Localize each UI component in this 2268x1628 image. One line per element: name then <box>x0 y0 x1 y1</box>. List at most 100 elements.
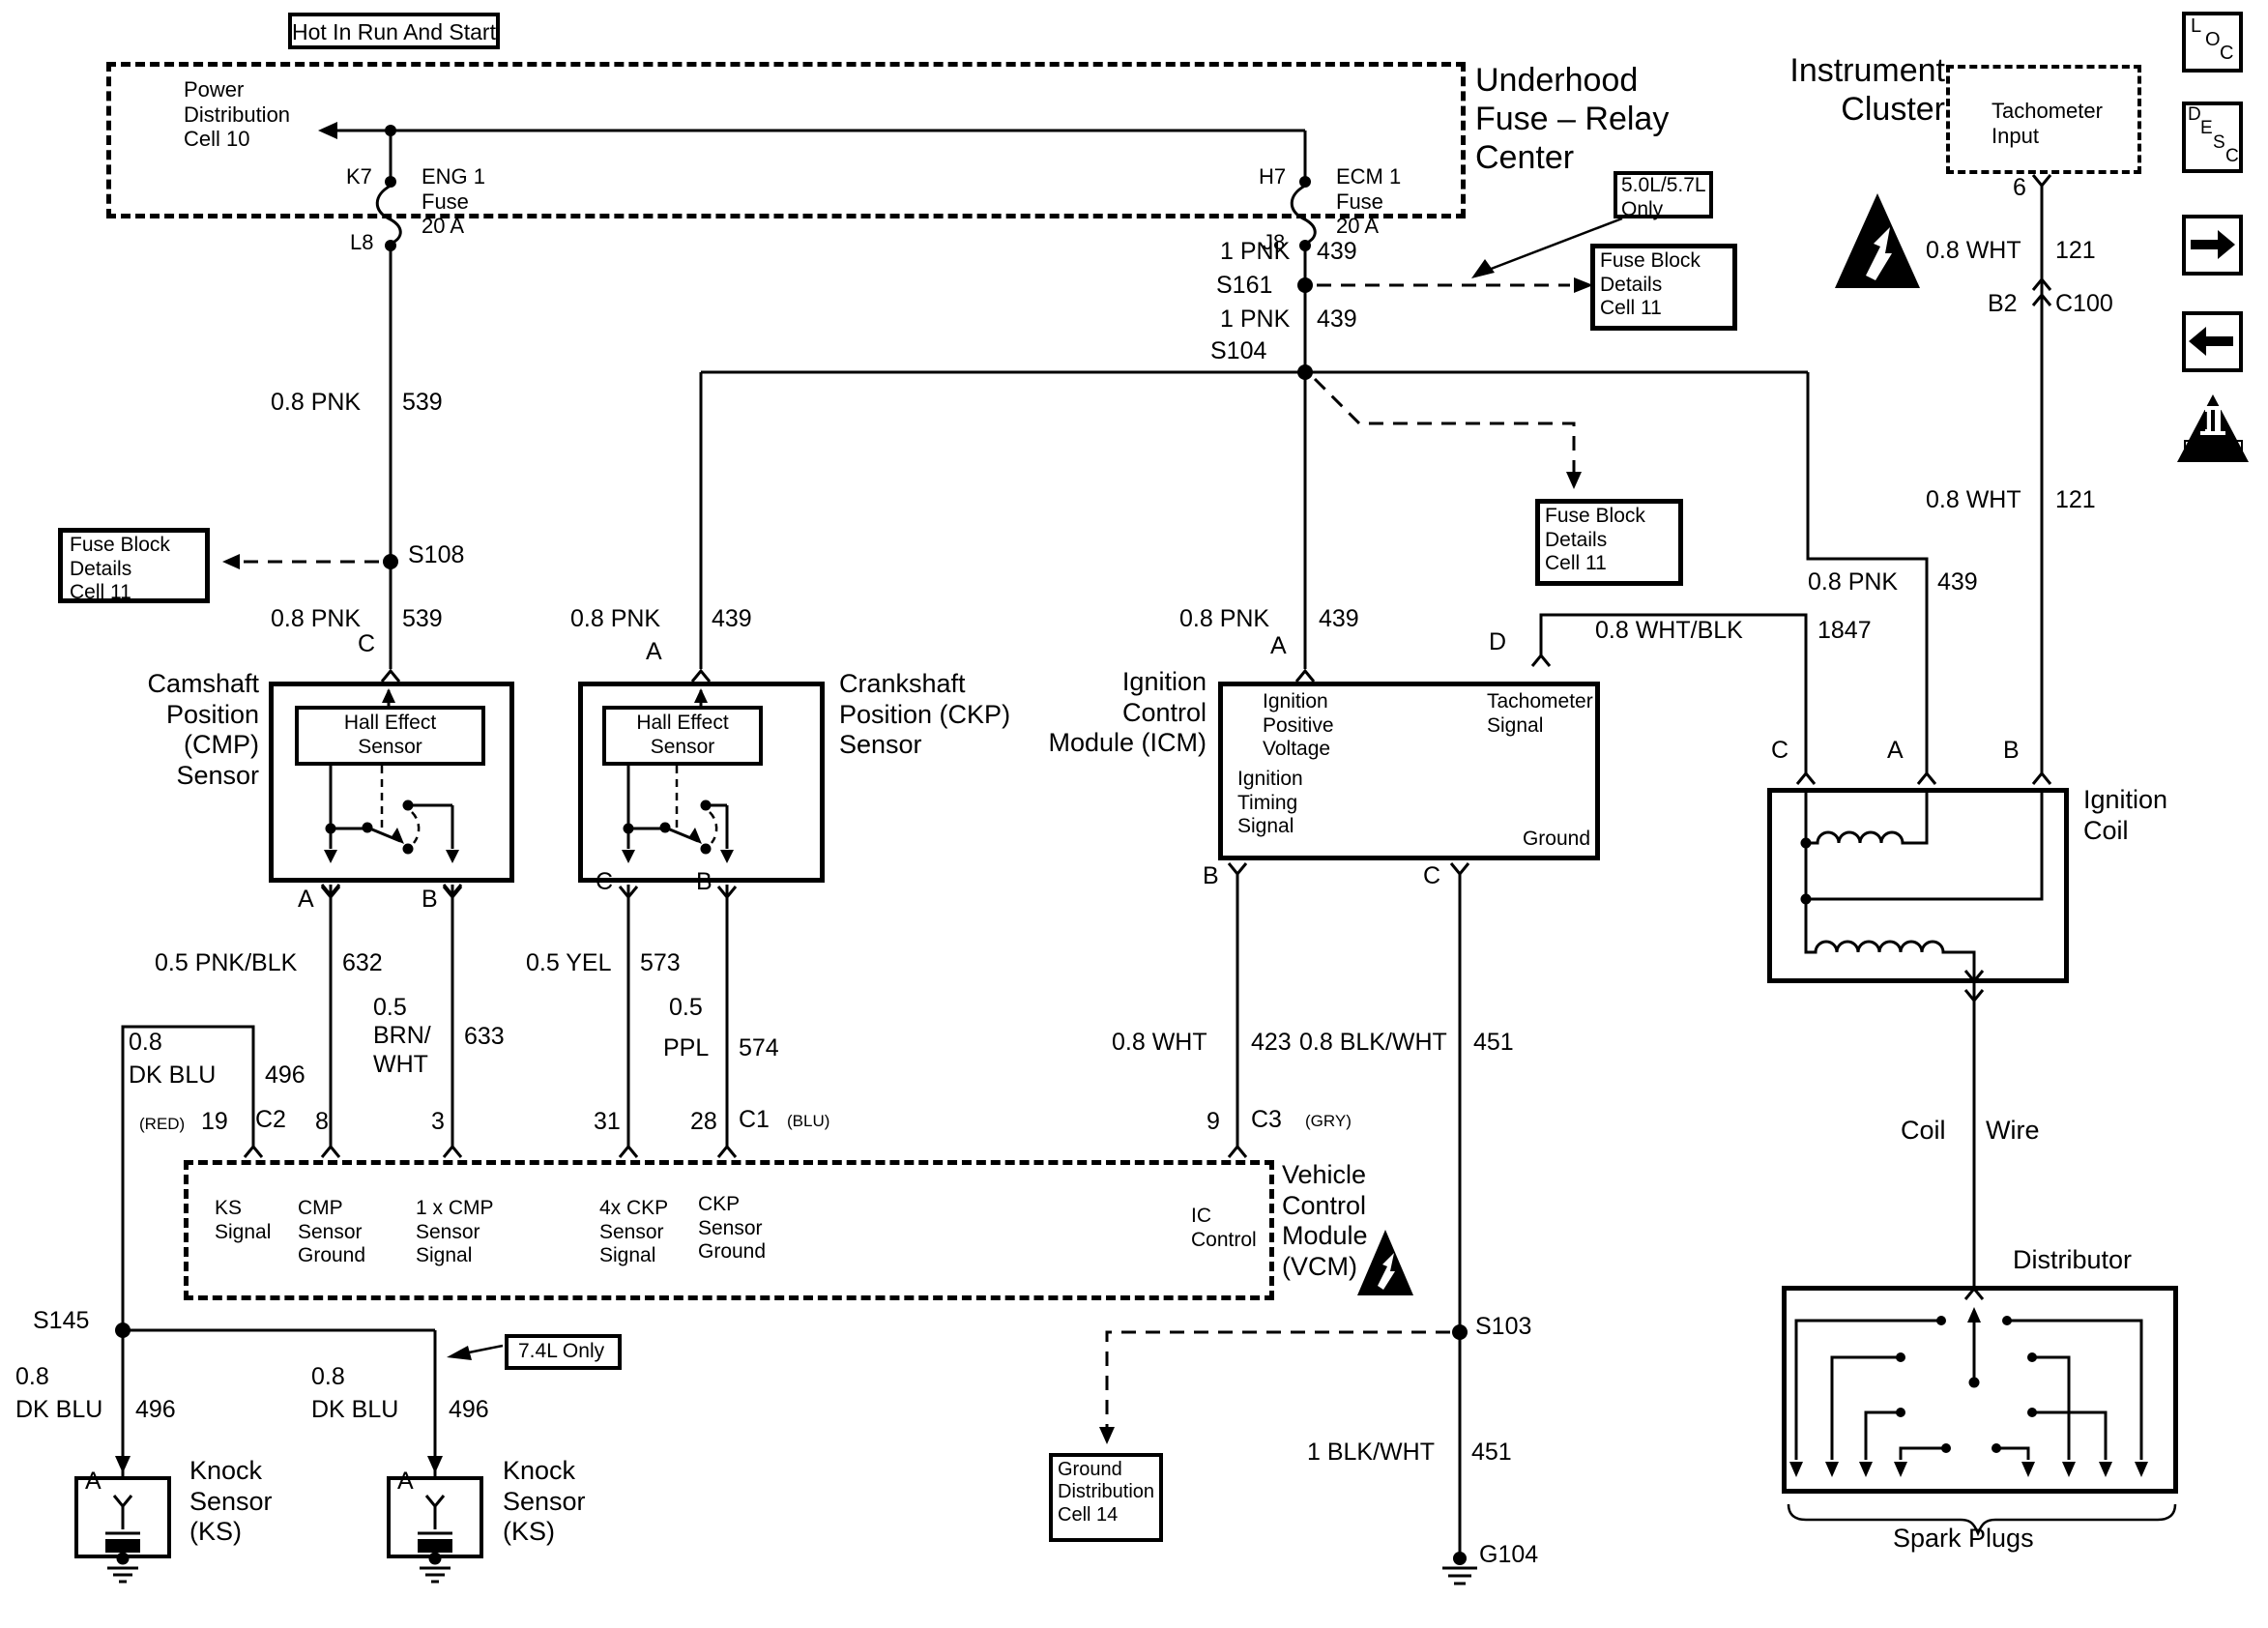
g104-ground: G104 <box>1479 1541 1539 1568</box>
underhood-fuse-relay-box <box>106 62 1466 218</box>
fuse-block-details-box-1 <box>1590 244 1737 331</box>
fuse-block-details-box-2 <box>1535 499 1683 586</box>
dkblu496b-num: 496 <box>135 1396 176 1423</box>
tachometer-input-box <box>1946 65 2141 174</box>
icm-term-d: D <box>1489 628 1507 655</box>
s103-splice: S103 <box>1475 1313 1532 1340</box>
pnk439d-name: 0.8 PNK <box>1179 605 1270 632</box>
s103-reference-dash <box>1105 1330 1450 1433</box>
obd-numeral: II <box>2202 406 2217 435</box>
icm-term-b: B <box>1203 862 1219 889</box>
desc-icon-box <box>2182 102 2243 173</box>
instrument-cluster-title: Instrument Cluster <box>1789 52 1945 128</box>
spark-plugs-brace <box>1787 1503 2177 1537</box>
whtblk1847-name: 0.8 WHT/BLK <box>1595 617 1743 644</box>
coil-primary-winding <box>1806 788 1929 845</box>
pin-28: 28 <box>690 1108 717 1135</box>
seven4l-only: 7.4L Only <box>518 1340 605 1362</box>
pnk439b-name: 1 PNK <box>1220 305 1291 333</box>
pnk439b-num: 439 <box>1317 305 1357 333</box>
icm-term-c: C <box>1423 862 1441 889</box>
s161-arrowhead <box>1574 277 1593 293</box>
coil-secondary-winding <box>1804 899 1976 980</box>
dkblu496b-name: DK BLU <box>15 1396 103 1423</box>
fiveliter-only-box <box>1614 171 1713 218</box>
obd-ii-icon <box>2177 394 2249 462</box>
vcm-ic-control: IC Control <box>1191 1205 1257 1251</box>
ks2-term-a: A <box>397 1468 414 1495</box>
pin19-color: (RED) <box>139 1115 186 1133</box>
s108-splice: S108 <box>408 541 465 568</box>
solid-wires <box>105 129 2177 1585</box>
esd-warning-icon-vcm <box>1357 1230 1413 1295</box>
c2-connector: C2 <box>255 1106 286 1133</box>
coil-term-a: A <box>1887 737 1904 764</box>
whtblk1847-num: 1847 <box>1817 617 1872 644</box>
forward-arrow-icon <box>2191 230 2235 259</box>
icm-name: Ignition Control Module (ICM) <box>1048 667 1207 758</box>
coil-wire-l: Coil <box>1901 1116 1946 1145</box>
blkwht451b-num: 451 <box>1471 1439 1512 1466</box>
icm-a-chevron <box>1294 668 1316 683</box>
pin-31: 31 <box>594 1108 621 1135</box>
ignition-coil-box <box>1767 788 2069 983</box>
coil-b-link <box>1806 788 2044 901</box>
coil-term-c: C <box>1771 737 1789 764</box>
pnk439c-name: 0.8 PNK <box>570 605 661 632</box>
s145-splice: S145 <box>33 1307 90 1334</box>
ckp-term-a: A <box>646 638 662 665</box>
cmp-hall-box <box>295 706 485 766</box>
wht121a-num: 121 <box>2055 237 2096 264</box>
s104-dot <box>1297 364 1313 380</box>
knock-sensor-2-box <box>387 1476 483 1558</box>
desc-s: S <box>2213 132 2225 153</box>
seven4l-only-box <box>505 1334 622 1370</box>
s104-reference-dash <box>1313 377 1576 476</box>
icm-d-chevron <box>1530 653 1552 667</box>
pin-6: 6 <box>2013 174 2026 201</box>
cmp-sensor-name: Camshaft Position (CMP) Sensor <box>147 669 259 790</box>
s108-dot <box>383 554 398 569</box>
wht121a-name: 0.8 WHT <box>1926 237 2021 264</box>
dkblu496c-name: DK BLU <box>311 1396 399 1423</box>
cmp-exit-chevrons <box>320 884 463 898</box>
pnk439d-num: 439 <box>1319 605 1359 632</box>
dkblu496a-size: 0.8 <box>129 1029 162 1056</box>
vcm-box <box>184 1160 1274 1300</box>
obd-banner: OBD II <box>2187 442 2231 458</box>
hot-in-run-title: Hot In Run And Start <box>292 19 496 44</box>
pin-3: 3 <box>431 1108 445 1135</box>
connector-chevrons <box>112 174 2052 1509</box>
vcm-ks-signal: KS Signal <box>215 1197 272 1243</box>
pnk439a-name: 1 PNK <box>1220 238 1291 265</box>
s145-dot <box>115 1323 131 1338</box>
ks1-piezo <box>105 1539 140 1553</box>
dkblu496a-name: DK BLU <box>129 1061 217 1089</box>
ground-dist-cell: Ground Distribution Cell 14 <box>1058 1459 1155 1526</box>
spark-plugs-name: Spark Plugs <box>1893 1524 2034 1553</box>
ks2-piezo <box>418 1539 452 1553</box>
coil-wire-r: Wire <box>1986 1116 2040 1145</box>
pnk439e-name: 0.8 PNK <box>1808 568 1899 596</box>
brnwht633-name: 0.5 BRN/ WHT <box>373 994 431 1078</box>
cmp-sensor-box <box>269 682 514 883</box>
ks2-entry-arrow <box>427 1456 443 1473</box>
ks1-term-a: A <box>85 1468 102 1495</box>
icm-b-chevron <box>1227 862 1248 877</box>
esd-warning-icon-cluster <box>1835 193 1920 288</box>
ecm1-fuse: ECM 1 Fuse 20 A <box>1336 164 1402 239</box>
vcm-ckp-signal: 4x CKP Sensor Signal <box>599 1197 669 1267</box>
icm-ignition-timing: Ignition Timing Signal <box>1237 768 1303 838</box>
pnkblk632-num: 632 <box>342 949 383 976</box>
blkwht451b-name: 1 BLK/WHT <box>1307 1439 1435 1466</box>
wht423-name: 0.8 WHT <box>1112 1029 1207 1056</box>
ks1-entry-arrow <box>115 1456 131 1473</box>
fuse-block-details-2: Fuse Block Details Cell 11 <box>1545 505 1645 575</box>
eng1-fuse: ENG 1 Fuse 20 A <box>422 164 486 239</box>
power-dist-arrow <box>318 122 337 139</box>
back-arrow-box <box>2182 311 2243 372</box>
dkblu496c-num: 496 <box>449 1396 489 1423</box>
knock-sensor-1-name: Knock Sensor (KS) <box>189 1456 273 1547</box>
knock-sensor-1-box <box>74 1476 171 1558</box>
